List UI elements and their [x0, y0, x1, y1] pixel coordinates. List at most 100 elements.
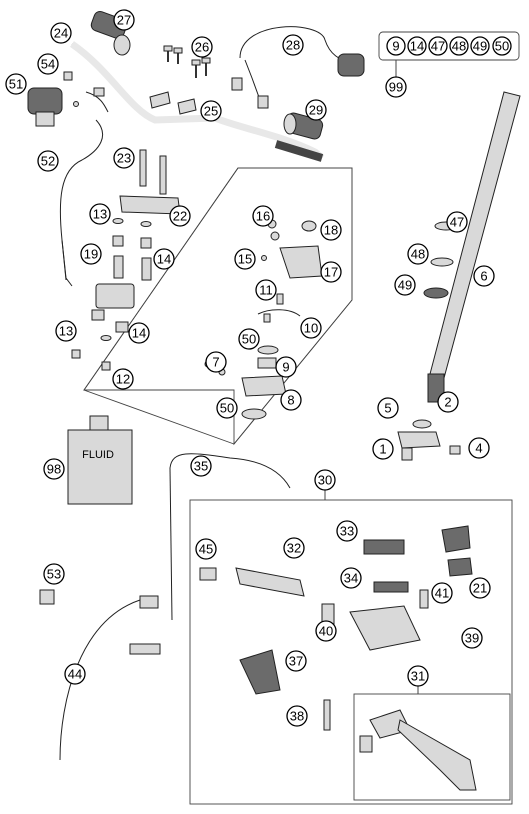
callout-12: 12: [112, 368, 134, 390]
svg-text:27: 27: [117, 13, 131, 28]
svg-text:11: 11: [259, 283, 273, 298]
callout-33: 33: [336, 520, 358, 542]
svg-text:1: 1: [379, 442, 386, 457]
bolts-23: [139, 149, 167, 195]
svg-text:99: 99: [389, 80, 403, 95]
callout-2: 2: [437, 391, 459, 413]
fluid-bottle: FLUID: [67, 415, 133, 505]
svg-text:6: 6: [480, 269, 487, 284]
svg-text:51: 51: [9, 77, 23, 92]
callout-50-lower: 50: [216, 397, 238, 419]
triple-clamp-parts: [204, 219, 323, 420]
callout-98: 98: [43, 458, 65, 480]
clutch-line-end: [61, 239, 73, 287]
svg-text:98: 98: [47, 462, 61, 477]
svg-text:10: 10: [304, 321, 318, 336]
svg-text:44: 44: [68, 667, 82, 682]
callout-11: 11: [255, 279, 277, 301]
throttle-assembly: [231, 26, 365, 109]
svg-text:25: 25: [204, 104, 218, 119]
svg-text:22: 22: [173, 209, 187, 224]
callout-23: 23: [113, 147, 135, 169]
callout-1: 1: [372, 438, 394, 460]
callout-50-upper: 50: [238, 328, 260, 350]
cable-35: [169, 453, 291, 489]
callout-28: 28: [282, 34, 304, 56]
callout-21: 21: [469, 577, 491, 599]
svg-text:13: 13: [93, 207, 107, 222]
callout-5: 5: [377, 397, 399, 419]
callout-24: 24: [50, 22, 72, 44]
callout-27: 27: [113, 9, 135, 31]
callout-13-upper: 13: [89, 203, 111, 225]
svg-text:9: 9: [282, 360, 289, 375]
brake-master-parts: [199, 525, 477, 791]
svg-text:37: 37: [289, 654, 303, 669]
callout-50-kit: 50: [492, 36, 512, 56]
svg-text:39: 39: [465, 631, 479, 646]
svg-text:14: 14: [157, 252, 171, 267]
callout-49-kit: 49: [470, 36, 490, 56]
callout-13-lower: 13: [55, 320, 77, 342]
svg-text:50: 50: [242, 332, 256, 347]
svg-text:15: 15: [238, 252, 252, 267]
svg-text:28: 28: [286, 38, 300, 53]
callout-32: 32: [283, 537, 305, 559]
callout-37: 37: [285, 650, 307, 672]
svg-text:26: 26: [195, 40, 209, 55]
callout-25: 25: [200, 100, 222, 122]
svg-text:29: 29: [309, 103, 323, 118]
svg-text:31: 31: [411, 669, 425, 684]
kit-99-box: [378, 31, 520, 61]
callout-48: 48: [407, 243, 429, 265]
svg-text:4: 4: [475, 441, 482, 456]
svg-text:48: 48: [411, 247, 425, 262]
callout-18: 18: [320, 219, 342, 241]
callout-49: 49: [394, 274, 416, 296]
callout-31: 31: [407, 665, 429, 687]
svg-text:45: 45: [199, 542, 213, 557]
svg-text:13: 13: [59, 324, 73, 339]
cable-35-end: [129, 643, 161, 655]
callout-30: 30: [314, 469, 336, 491]
callout-22: 22: [169, 205, 191, 227]
svg-text:35: 35: [194, 459, 208, 474]
svg-text:21: 21: [473, 581, 487, 596]
svg-text:50: 50: [220, 401, 234, 416]
svg-text:48: 48: [452, 39, 466, 54]
callout-39: 39: [461, 627, 483, 649]
svg-text:16: 16: [256, 209, 270, 224]
callout-14-kit: 14: [407, 36, 427, 56]
callout-35: 35: [190, 455, 212, 477]
callout-54: 54: [37, 53, 59, 75]
svg-text:2: 2: [444, 395, 451, 410]
callout-19: 19: [80, 243, 102, 265]
kit-30-box: [189, 499, 513, 805]
svg-text:30: 30: [318, 473, 332, 488]
cable-35-lower: [169, 467, 173, 621]
callout-9: 9: [275, 356, 297, 378]
svg-text:34: 34: [344, 571, 358, 586]
callout-44: 44: [64, 663, 86, 685]
svg-text:24: 24: [54, 26, 68, 41]
svg-text:14: 14: [410, 39, 424, 54]
svg-text:32: 32: [287, 541, 301, 556]
svg-text:5: 5: [384, 401, 391, 416]
svg-text:47: 47: [431, 39, 445, 54]
fork-tube: [423, 91, 521, 403]
svg-text:53: 53: [47, 567, 61, 582]
svg-text:8: 8: [287, 393, 294, 408]
svg-text:14: 14: [132, 326, 146, 341]
callout-10: 10: [300, 317, 322, 339]
cable-44-connector: [139, 595, 159, 609]
callout-29: 29: [305, 99, 327, 121]
callout-40: 40: [315, 620, 337, 642]
svg-text:12: 12: [116, 372, 130, 387]
steering-stem-parts: [397, 419, 461, 461]
callout-47-kit: 47: [428, 36, 448, 56]
svg-text:40: 40: [319, 624, 333, 639]
callout-45: 45: [195, 538, 217, 560]
callout-26: 26: [191, 36, 213, 58]
clamp-25: [149, 91, 197, 115]
